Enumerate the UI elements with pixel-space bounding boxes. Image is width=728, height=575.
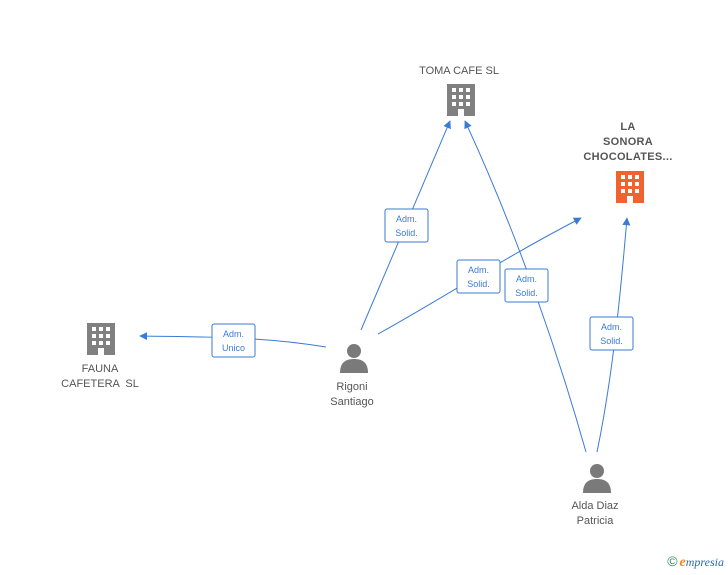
edge-label-line: Solid. <box>600 336 623 346</box>
edge-label-line: Solid. <box>395 228 418 238</box>
node-label: LA <box>620 121 635 133</box>
edge-label-alda-diaz-toma-cafe[interactable]: Adm. Solid. <box>504 268 549 303</box>
edge-label-alda-diaz-la-sonora[interactable]: Adm. Solid. <box>589 316 634 351</box>
person-icon <box>583 464 611 493</box>
node-la-sonora[interactable]: LA SONORA CHOCOLATES... <box>583 121 672 203</box>
copyright-symbol: © <box>667 553 678 569</box>
node-rigoni-santiago[interactable]: Rigoni Santiago <box>330 344 374 408</box>
edge-label-rigoni-fauna-cafetera[interactable]: Adm. Unico <box>211 323 256 358</box>
node-label: Rigoni <box>336 381 367 393</box>
node-alda-diaz-patricia[interactable]: Alda Diaz Patricia <box>571 464 619 527</box>
edge-label-line: Adm. <box>223 329 244 339</box>
edge-label-rigoni-la-sonora[interactable]: Adm. Solid. <box>456 259 501 294</box>
person-icon <box>340 344 368 373</box>
edge-labels: Adm. Solid. Adm. Solid. Adm. Unico Adm. … <box>211 208 634 358</box>
node-label: Patricia <box>577 515 615 527</box>
brand-name-rest: mpresia <box>685 555 724 569</box>
node-label: SONORA <box>603 136 653 148</box>
node-label: TOMA CAFE SL <box>419 65 499 77</box>
node-label: Alda Diaz <box>571 500 618 512</box>
building-icon <box>447 84 475 116</box>
node-label: Santiago <box>330 396 373 408</box>
edge-label-line: Adm. <box>601 322 622 332</box>
building-icon <box>616 171 644 203</box>
edge-label-line: Unico <box>222 343 245 353</box>
node-label: FAUNA <box>82 363 119 375</box>
edge-label-rigoni-toma-cafe[interactable]: Adm. Solid. <box>384 208 429 243</box>
building-icon <box>87 323 115 355</box>
edge-label-line: Adm. <box>516 274 537 284</box>
brand-logo: ©empresia <box>667 553 724 571</box>
node-label: CHOCOLATES... <box>583 151 672 163</box>
edge-label-line: Solid. <box>515 288 538 298</box>
node-fauna-cafetera[interactable]: FAUNA CAFETERA SL <box>61 323 139 390</box>
brand-first-letter: e <box>679 555 686 570</box>
node-label: CAFETERA SL <box>61 378 139 390</box>
edge-label-line: Adm. <box>468 265 489 275</box>
edge-label-line: Adm. <box>396 214 417 224</box>
node-toma-cafe[interactable]: TOMA CAFE SL <box>419 65 499 116</box>
edges <box>139 120 631 453</box>
edge-label-line: Solid. <box>467 279 490 289</box>
